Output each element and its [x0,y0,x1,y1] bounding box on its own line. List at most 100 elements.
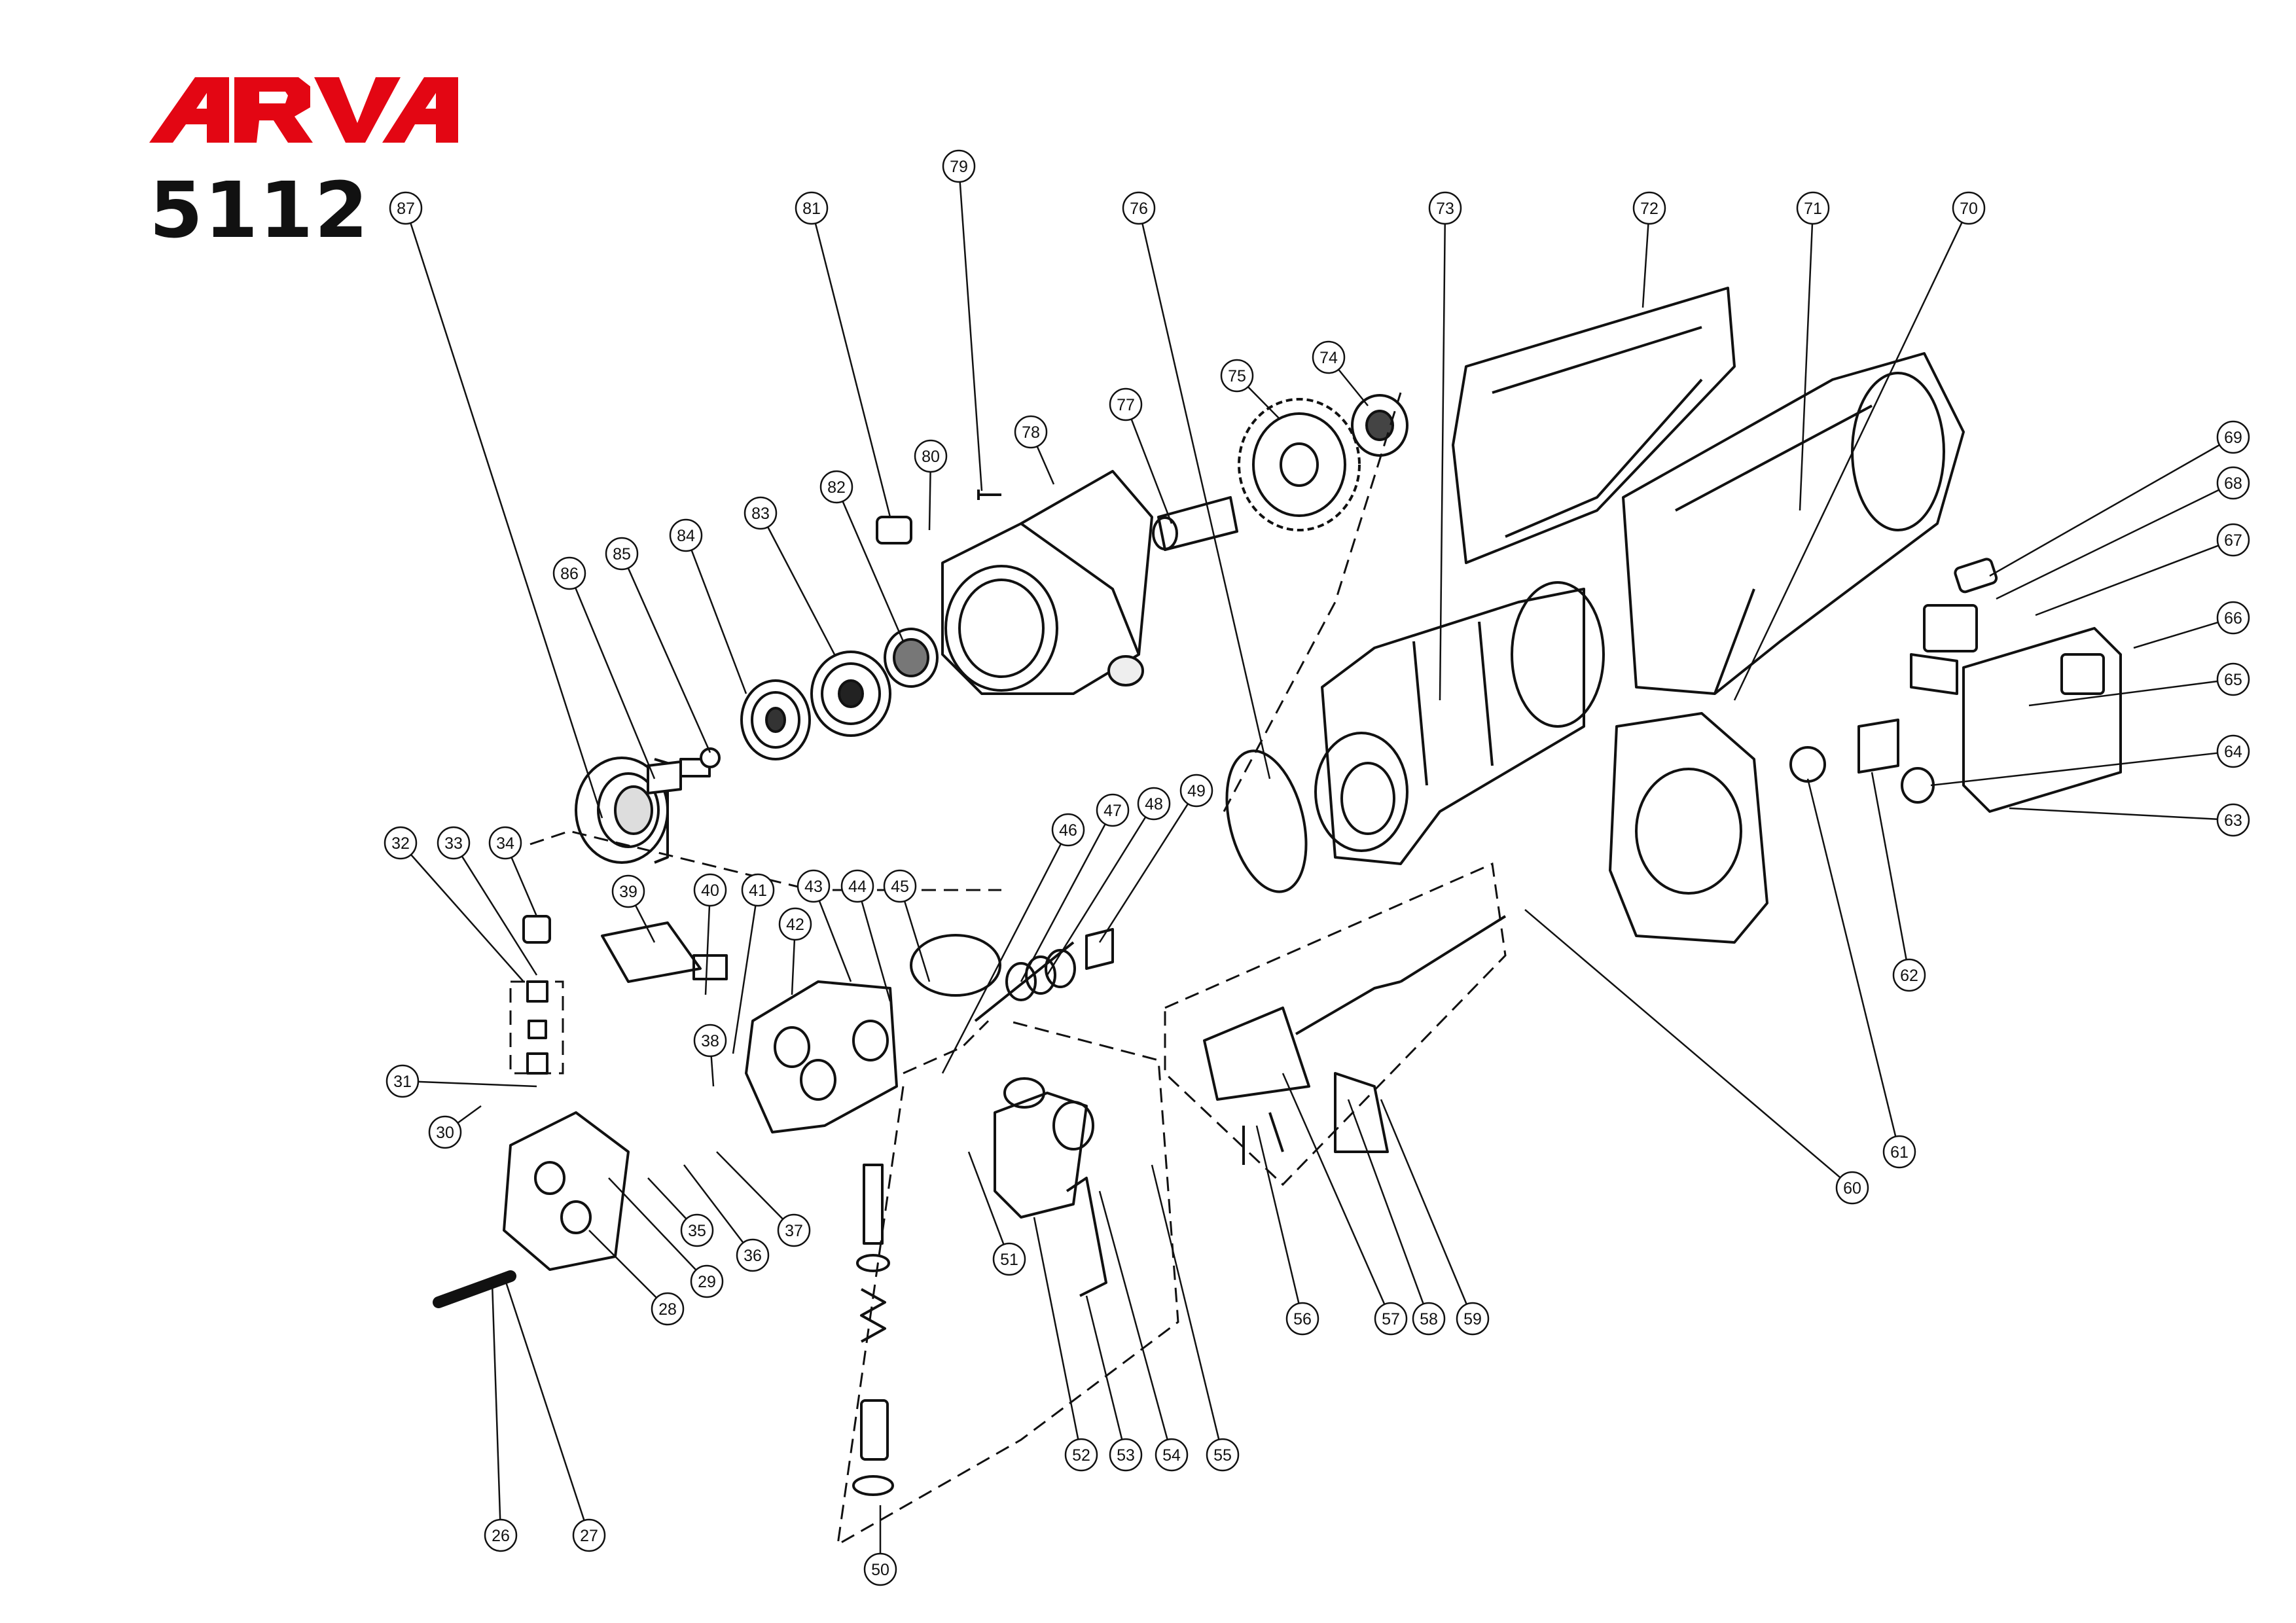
callout-label-64: 64 [2224,743,2242,761]
callout-circle-36 [736,1238,770,1272]
callout-circle-30 [428,1115,462,1149]
callout-label-58: 58 [1420,1310,1438,1329]
callout-circle-57 [1374,1302,1408,1336]
callout-label-57: 57 [1382,1310,1400,1329]
callout-circle-77 [1109,387,1143,421]
callout-label-37: 37 [785,1222,803,1240]
callout-60: 60 [1835,1171,1869,1205]
leader-line-64 [1930,752,2218,787]
callout-30: 30 [428,1115,462,1149]
leader-line-53 [1085,1295,1123,1440]
callout-label-80: 80 [922,448,940,466]
callout-circle-76 [1122,191,1156,225]
callout-circle-85 [605,537,639,571]
callout-label-60: 60 [1843,1179,1861,1198]
manifold-drawing [503,1111,630,1271]
callout-circle-43 [797,869,831,903]
callout-label-47: 47 [1103,802,1122,820]
callout-label-62: 62 [1900,967,1918,985]
gasket-drawing [1609,712,1768,944]
model-number: 5112 [149,165,370,255]
leader-line-67 [2035,544,2219,616]
large-gear-drawing [1238,398,1361,531]
callout-circle-26 [484,1518,518,1552]
leader-line-33 [461,855,538,976]
callout-label-87: 87 [397,200,415,218]
callout-29: 29 [690,1264,724,1298]
leader-line-82 [842,501,905,642]
leader-line-57 [1282,1073,1386,1305]
callout-label-54: 54 [1162,1446,1181,1465]
handle-rod-drawing [1066,1177,1107,1297]
large-o-ring-drawing [910,934,1001,997]
callout-67: 67 [2216,523,2250,557]
callout-31: 31 [386,1064,420,1098]
leader-line-81 [814,223,891,518]
callout-label-79: 79 [950,158,968,176]
callout-82: 82 [819,470,853,504]
switch-knob-drawing [1901,767,1935,804]
callout-85: 85 [605,537,639,571]
bearing-drawing [810,651,891,737]
callout-label-73: 73 [1436,200,1454,218]
callout-circle-45 [883,869,917,903]
pump-head-drawing [745,980,898,1133]
callout-circle-83 [744,496,778,530]
callout-59: 59 [1456,1302,1490,1336]
pressure-valve-stack-drawing [852,1164,894,1496]
callout-label-43: 43 [804,878,823,896]
callout-50: 50 [863,1552,897,1586]
leader-line-87 [410,223,603,819]
callout-83: 83 [744,496,778,530]
callout-51: 51 [992,1242,1026,1276]
callout-32: 32 [384,826,418,860]
callout-label-28: 28 [658,1300,677,1319]
callout-circle-47 [1096,793,1130,827]
callout-74: 74 [1312,340,1346,374]
leader-line-44 [861,901,891,1002]
thermal-sensor-drawing [1954,558,1998,594]
callout-circle-33 [437,826,471,860]
leader-line-78 [1036,446,1055,485]
callout-label-82: 82 [827,478,846,497]
callout-44: 44 [840,869,874,903]
callout-label-34: 34 [496,834,514,853]
leader-line-26 [491,1282,501,1520]
leader-line-32 [410,854,524,982]
plunger-drawing [974,941,1075,1022]
eccentric-shaft-drawing [1152,496,1238,551]
leader-line-40 [704,905,711,995]
leader-line-38 [710,1056,715,1087]
callout-circle-74 [1312,340,1346,374]
callout-label-83: 83 [751,505,770,523]
leader-line-55 [1151,1164,1220,1440]
leader-line-70 [1733,222,1963,701]
callout-circle-62 [1892,958,1926,992]
small-bearing-drawing [884,628,939,688]
leader-line-79 [959,181,983,491]
callout-40: 40 [693,873,727,907]
callout-label-31: 31 [393,1073,412,1091]
leader-line-72 [1641,223,1649,308]
gear-disk-drawing [740,679,811,760]
leader-line-61 [1806,778,1897,1137]
callout-label-51: 51 [1000,1251,1018,1269]
leader-line-80 [928,471,931,531]
callout-circle-84 [669,518,703,552]
callout-57: 57 [1374,1302,1408,1336]
shaft-drawing [647,747,721,794]
leader-lines [410,181,2220,1554]
callout-label-61: 61 [1890,1143,1909,1162]
leader-line-45 [903,901,931,982]
callout-62: 62 [1892,958,1926,992]
callout-circle-52 [1064,1438,1098,1472]
leader-line-77 [1130,418,1173,524]
callout-circle-86 [552,556,586,590]
callout-70: 70 [1952,191,1986,225]
leader-line-86 [575,587,656,779]
callout-circle-41 [741,873,775,907]
leader-line-48 [1046,816,1147,976]
callout-circle-58 [1412,1302,1446,1336]
leader-line-74 [1338,368,1369,406]
leader-line-66 [2133,621,2219,649]
